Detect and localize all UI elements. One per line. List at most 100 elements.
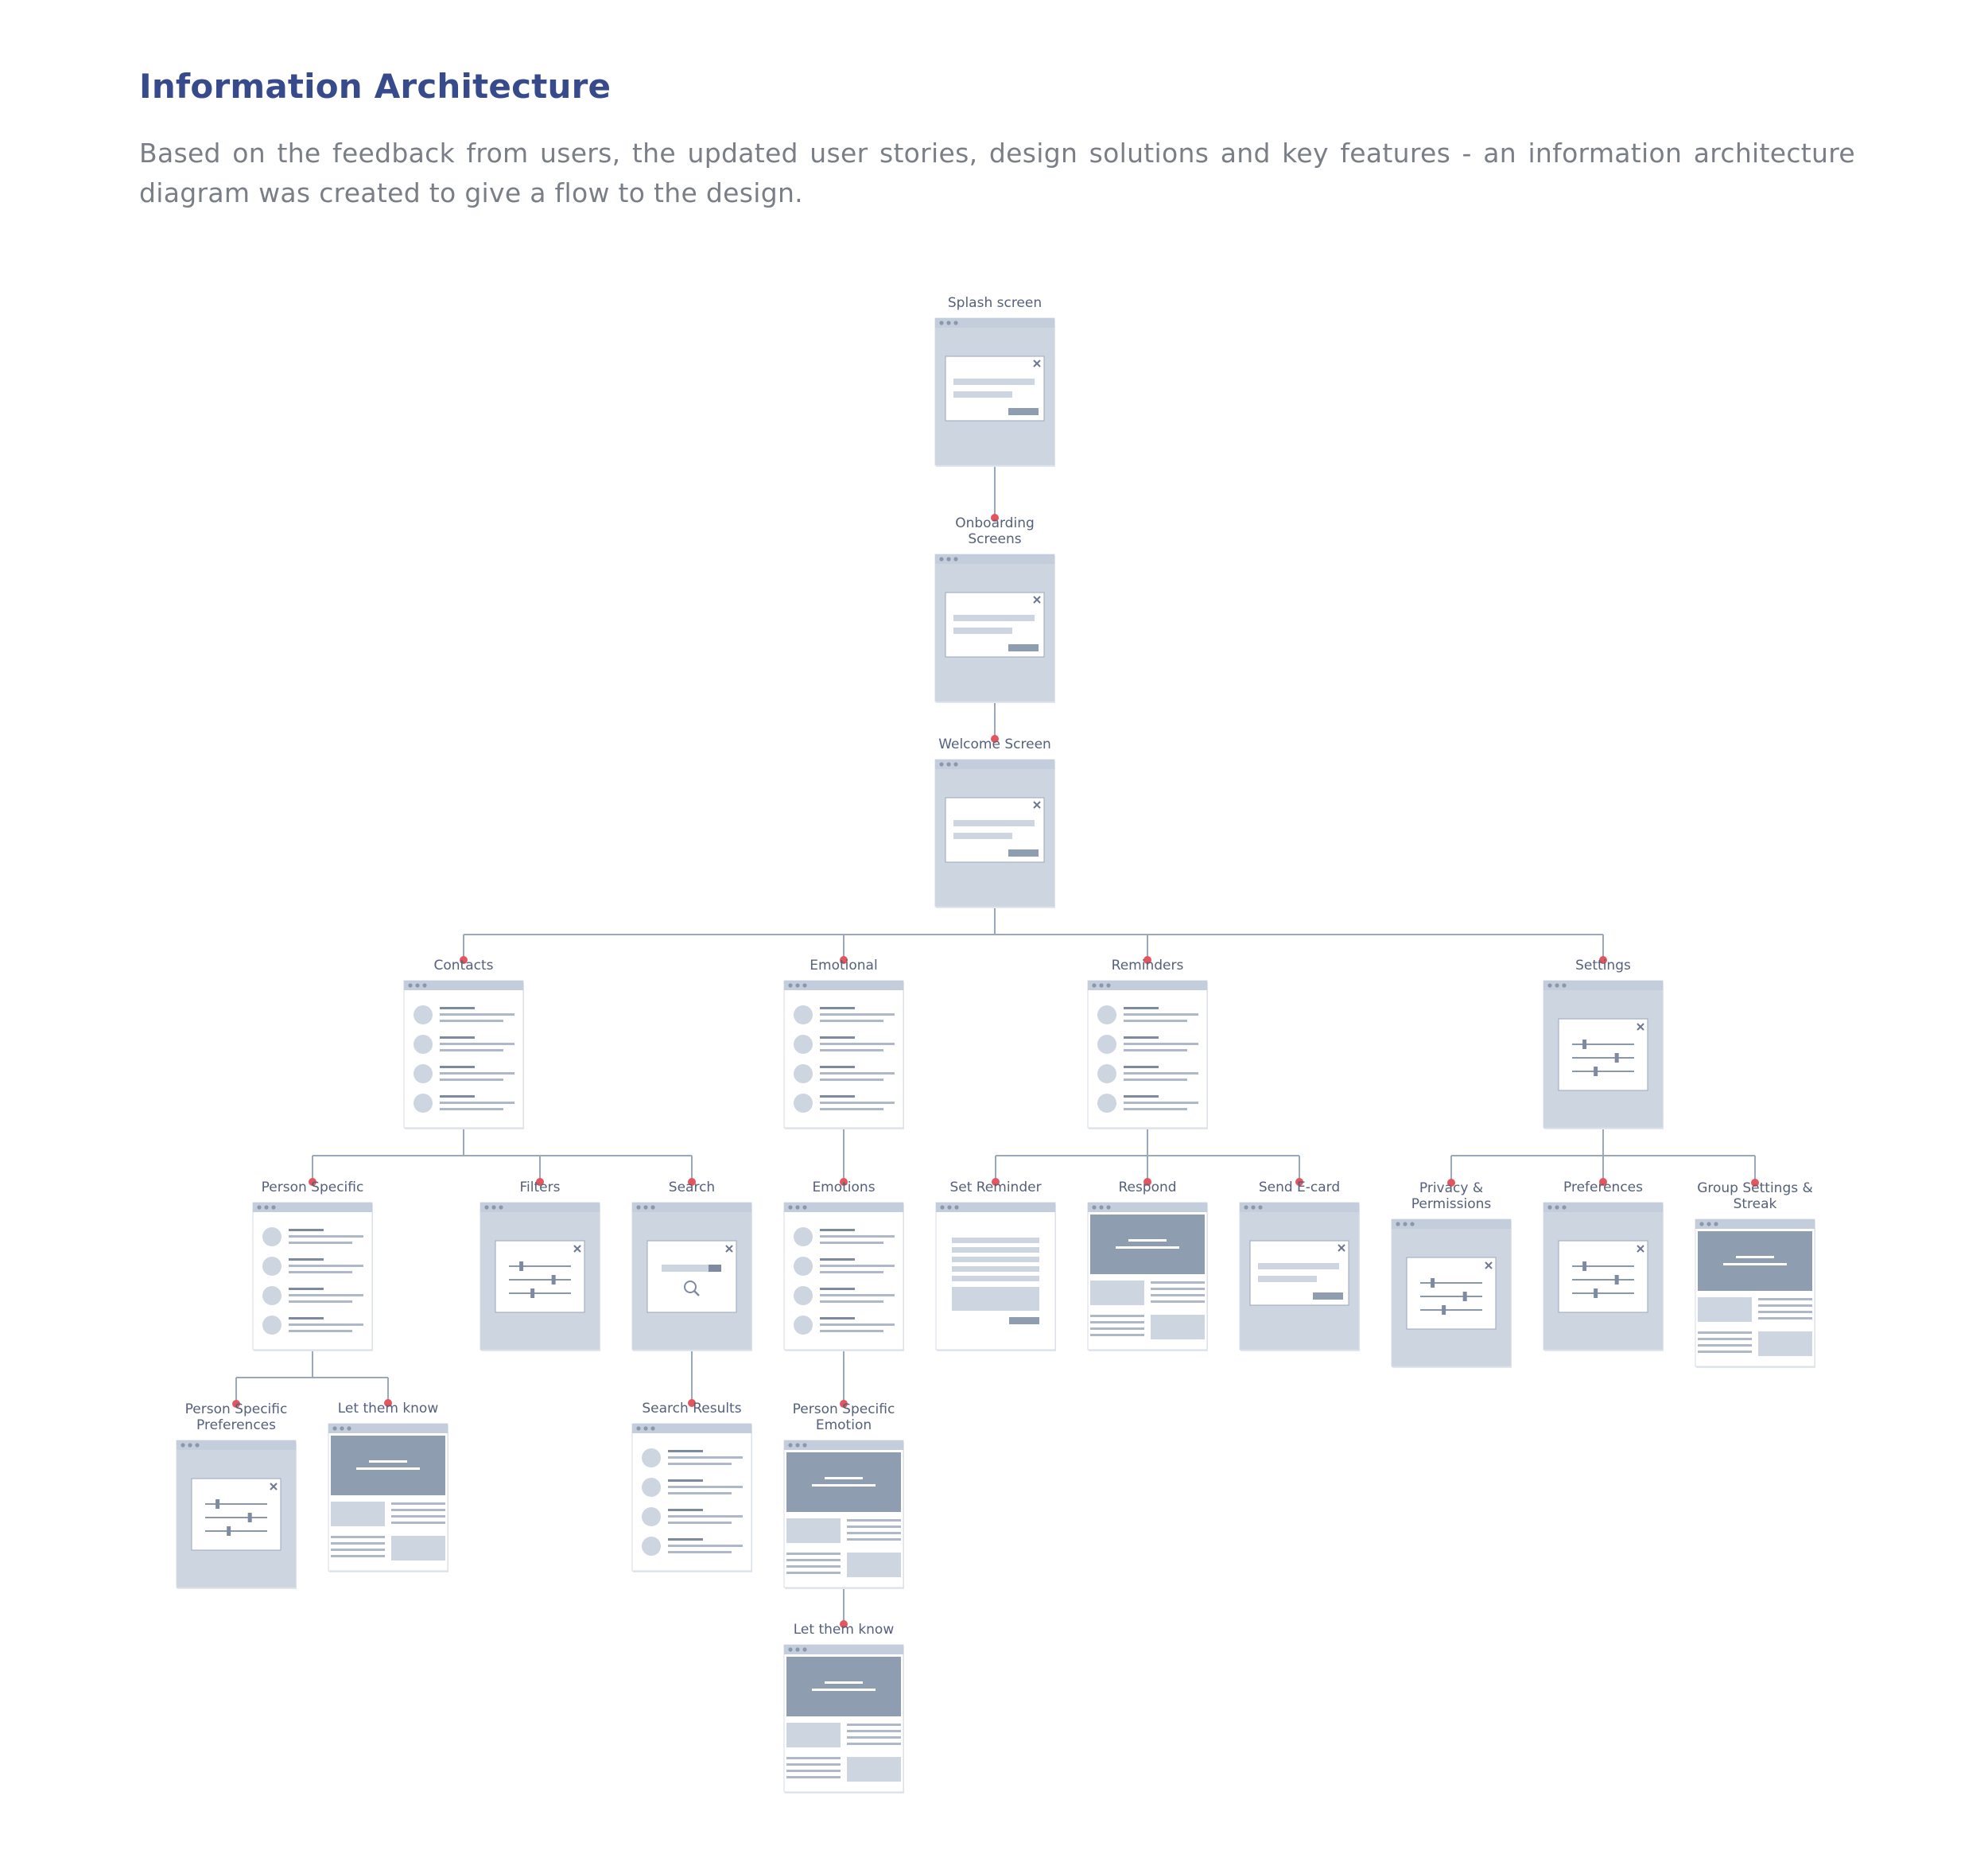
list-row [414, 1035, 514, 1054]
avatar-placeholder [794, 1257, 813, 1276]
window-dot [332, 1426, 337, 1431]
window-dot [946, 557, 951, 562]
screen-header-bar [1088, 981, 1207, 990]
avatar-placeholder [262, 1316, 282, 1335]
slider-controls [1572, 1040, 1634, 1076]
window-dot [795, 1205, 800, 1210]
node-search-results: Search Results [631, 1401, 752, 1572]
settings-panel [191, 1478, 282, 1551]
avatar-placeholder [414, 1064, 433, 1083]
node-welcome: Welcome Screen [934, 737, 1055, 908]
submit-placeholder [1009, 1317, 1039, 1324]
node-label: Preferences [1563, 1180, 1643, 1195]
window-dot [953, 321, 958, 325]
screen-header-bar [1543, 981, 1663, 990]
window-dot [788, 983, 793, 988]
search-icon [684, 1281, 700, 1296]
dialog-box [945, 356, 1045, 422]
connector-onboarding [991, 702, 999, 743]
connector-dot [1143, 956, 1151, 964]
list-row [642, 1448, 743, 1467]
window-dot [1547, 1205, 1552, 1210]
window-dot [802, 1205, 807, 1210]
settings-panel [1558, 1018, 1648, 1091]
avatar-placeholder [794, 1035, 813, 1054]
screen-header-bar [328, 1424, 448, 1433]
connector-dot [840, 956, 848, 964]
close-icon [1637, 1245, 1644, 1253]
connector-dot [309, 1178, 316, 1186]
node-emotions: Emotions [783, 1180, 904, 1351]
list-row [262, 1227, 363, 1246]
window-dot [788, 1443, 793, 1448]
list-row [794, 1064, 895, 1083]
avatar-placeholder [1097, 1035, 1116, 1054]
window-dot [650, 1426, 655, 1431]
avatar-placeholder [642, 1507, 661, 1526]
node-label: Let them know [794, 1622, 895, 1638]
window-dot [181, 1443, 185, 1448]
close-icon [1033, 360, 1041, 367]
slider-controls [1572, 1261, 1634, 1298]
window-dot [795, 983, 800, 988]
connector-dot [1295, 1178, 1303, 1186]
window-dot [1403, 1222, 1408, 1226]
hero-block [1090, 1215, 1205, 1274]
list-row [642, 1507, 743, 1526]
window-dot [1547, 983, 1552, 988]
avatar-placeholder [414, 1035, 433, 1054]
node-respond: Respond [1087, 1180, 1208, 1351]
node-label: Emotions [812, 1180, 875, 1195]
avatar-placeholder [794, 1286, 813, 1305]
window-dot [415, 983, 420, 988]
connector-contacts [309, 1128, 696, 1186]
slider-controls [509, 1261, 571, 1298]
window-dot [491, 1205, 496, 1210]
window-dot [953, 762, 958, 767]
connector-reminders [992, 1128, 1303, 1186]
node-label: Search Results [642, 1401, 741, 1417]
list-row [794, 1094, 895, 1113]
window-dot [1106, 983, 1111, 988]
node-label: Onboarding [955, 515, 1035, 531]
content-cards [786, 1518, 901, 1577]
window-dot [1106, 1205, 1111, 1210]
node-label: Set Reminder [949, 1180, 1041, 1195]
connector-search [688, 1350, 696, 1407]
window-dot [347, 1426, 351, 1431]
node-emotional: Emotional [783, 958, 904, 1129]
window-dot [408, 983, 413, 988]
list-row [262, 1286, 363, 1305]
node-search: Search [631, 1180, 752, 1351]
list-row [1097, 1064, 1198, 1083]
window-dot [195, 1443, 200, 1448]
avatar-placeholder [794, 1094, 813, 1113]
list-row [1097, 1005, 1198, 1024]
list-row [262, 1316, 363, 1335]
avatar-placeholder [794, 1227, 813, 1246]
connector-emotional [840, 1128, 848, 1186]
node-label: Settings [1575, 958, 1631, 974]
text-area [952, 1287, 1039, 1311]
close-icon [1033, 596, 1041, 604]
window-dot [636, 1205, 641, 1210]
connector-welcome [460, 907, 1607, 964]
node-reminders: Reminders [1087, 958, 1208, 1129]
screen-header-bar [1240, 1203, 1359, 1212]
list-row [794, 1286, 895, 1305]
node-label: Preferences [196, 1417, 276, 1433]
list-row [1097, 1094, 1198, 1113]
avatar-placeholder [642, 1478, 661, 1497]
window-dot [643, 1426, 648, 1431]
content-cards [1090, 1281, 1205, 1339]
window-dot [1706, 1222, 1711, 1226]
window-dot [953, 557, 958, 562]
window-dot [802, 1647, 807, 1652]
connector-emotions [840, 1350, 848, 1408]
node-label: Let them know [338, 1401, 439, 1417]
list-row [794, 1227, 895, 1246]
list-row [262, 1257, 363, 1276]
hero-block [786, 1657, 901, 1716]
